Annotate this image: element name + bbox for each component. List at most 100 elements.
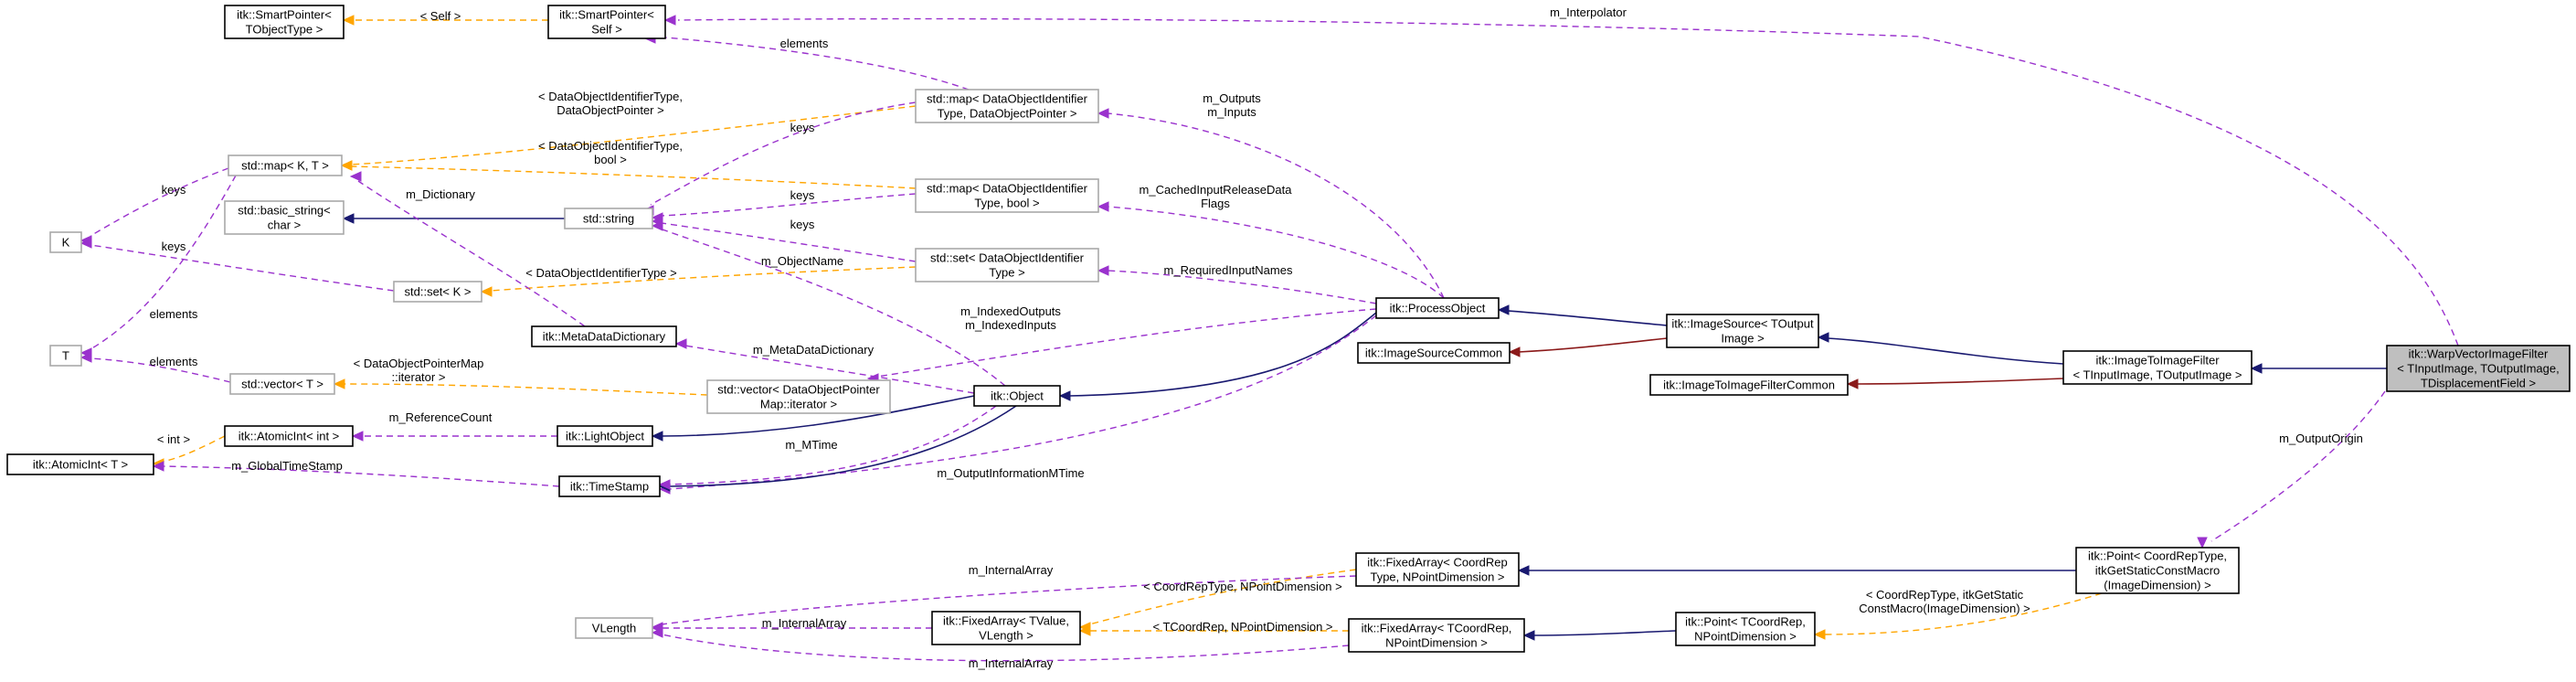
edge-label-point_tmpl: < CoordRepType, itkGetStaticConstMacro(I… [1859,588,2030,615]
class-node-box [1666,314,1819,348]
edge-label-text: DataObjectPointer > [557,103,663,117]
class-node-label: Type > [989,266,1024,280]
edge-tmpl-26 [343,383,708,396]
class-node-label: T [62,349,69,363]
class-node-pointCoord[interactable]: itk::Point< CoordRepType,itkGetStaticCon… [2075,547,2240,594]
class-node-warp[interactable]: itk::WarpVectorImageFilter< TInputImage,… [2386,345,2571,392]
edge-label-text: m_Inputs [1207,105,1256,119]
class-node-label: std::map< DataObjectIdentifier [927,92,1088,106]
arrowhead-use-32 [658,479,671,490]
edge-label-text: Flags [1201,197,1230,210]
edge-label-text: keys [790,121,815,134]
class-node-label: TDisplacementField > [2421,377,2536,390]
class-node-label: (ImageDimension) > [2104,579,2210,592]
class-node-atomicint[interactable]: itk::AtomicInt< int > [224,425,354,447]
class-node-label: itk::AtomicInt< int > [239,430,340,443]
edge-label-self_tmpl: < Self > [420,9,461,23]
edge-label-m_RequiredInputNames: m_RequiredInputNames [1164,263,1293,277]
edge-use-32 [668,405,997,485]
arrowhead-tmpl-26 [333,378,345,389]
edge-label-text: elements [150,355,198,368]
class-node-procobj[interactable]: itk::ProcessObject [1375,297,1500,319]
class-node-label: itk::ImageToImageFilter [2095,354,2220,368]
arrowhead-tmpl-10 [342,15,355,26]
edge-label-keys1: keys [790,121,815,134]
class-node-label: itk::ProcessObject [1390,302,1486,315]
edge-pri-2 [1856,378,2064,385]
edge-label-m_GlobalTimeStamp: m_GlobalTimeStamp [231,459,343,473]
class-node-img2img[interactable]: itk::ImageToImageFilter< TInputImage, TO… [2062,350,2253,385]
edge-label-text: < DataObjectIdentifierType > [525,266,676,280]
edge-label-keys_setK: keys [162,240,186,253]
arrowhead-tmpl-40 [1078,625,1091,636]
edge-label-text: m_ObjectName [761,254,843,268]
class-node-box [1675,612,1816,646]
edge-label-text: ::iterator > [392,370,446,384]
class-node-box [224,5,345,39]
edge-label-text: m_InternalArray [969,656,1054,670]
class-node-imgsource[interactable]: itk::ImageSource< TOutputImage > [1666,314,1819,348]
class-node-label: itk::TimeStamp [570,480,649,494]
diagram-nodes: itk::WarpVectorImageFilter< TInputImage,… [6,5,2571,653]
class-node-label: itk::FixedArray< CoordRep [1367,556,1508,570]
edge-label-text: m_InternalArray [969,563,1054,577]
edge-label-text: keys [790,188,815,202]
edge-label-text: keys [162,240,186,253]
class-node-vectorDOPtr: std::vector< DataObjectPointerMap::itera… [706,379,891,414]
class-node-fixedTV[interactable]: itk::FixedArray< TValue,VLength > [931,611,1081,645]
class-node-T: T [49,345,82,367]
class-node-label: < TInputImage, TOutputImage > [2072,368,2242,382]
edge-use-16 [668,314,1377,490]
class-node-img2imgcommon[interactable]: itk::ImageToImageFilterCommon [1649,374,1849,396]
arrowhead-use-30 [80,352,92,363]
class-node-label: std::map< DataObjectIdentifier [927,182,1088,196]
edge-label-text: keys [162,183,186,197]
edge-label-text: keys [790,218,815,231]
class-node-box [2075,547,2240,594]
class-node-box [1348,618,1525,653]
class-node-pointT[interactable]: itk::Point< TCoordRep,NPointDimension > [1675,612,1816,646]
class-node-box [706,379,891,414]
edge-use-43 [661,634,1350,662]
arrowhead-tmpl-37 [1813,629,1826,640]
class-node-fixedCoord[interactable]: itk::FixedArray< CoordRepType, NPointDim… [1355,552,1520,587]
edge-tmpl-34 [162,435,226,463]
arrowhead-use-14 [1097,265,1109,276]
class-node-smartptrSelf[interactable]: itk::SmartPointer<Self > [547,5,666,39]
arrowhead-use-33 [351,431,364,442]
class-node-fixedT[interactable]: itk::FixedArray< TCoordRep,NPointDimensi… [1348,618,1525,653]
class-node-label: itkGetStaticConstMacro [2095,564,2221,578]
class-node-timestamp[interactable]: itk::TimeStamp [558,475,661,497]
class-node-label: itk::Object [991,389,1044,403]
class-node-lightobject[interactable]: itk::LightObject [557,425,653,447]
edge-label-text: m_RequiredInputNames [1164,263,1293,277]
edge-inh-3 [1507,310,1668,326]
edge-use-21 [661,222,917,262]
class-node-box [224,200,345,235]
edge-tmpl-39 [1088,569,1357,625]
arrowhead-inh-3 [1497,304,1510,315]
class-node-imgsourcecommon[interactable]: itk::ImageSourceCommon [1357,342,1511,364]
class-node-smartptrT[interactable]: itk::SmartPointer<TObjectType > [224,5,345,39]
edge-inh-31 [668,405,1017,487]
class-node-box [973,385,1061,407]
edge-inh-6 [661,395,975,437]
edge-use-25 [684,345,975,394]
class-node-atomicintT[interactable]: itk::AtomicInt< T > [6,453,154,475]
class-node-object[interactable]: itk::Object [973,385,1061,407]
edge-label-coord_tmpl: < CoordRepType, NPointDimension > [1143,580,1342,593]
class-node-box [224,425,354,447]
class-node-label: Image > [1721,332,1764,346]
class-node-metadict[interactable]: itk::MetaDataDictionary [531,325,677,347]
edge-label-text: m_Interpolator [1550,5,1627,19]
arrowhead-pri-4 [1508,346,1521,357]
arrowhead-use-25 [674,338,687,349]
edge-tmpl-23 [490,266,917,292]
class-node-box [547,5,666,39]
edge-label-int_tmpl: < int > [157,432,190,446]
edge-label-text: m_MetaDataDictionary [753,343,875,357]
edge-use-11 [653,36,970,91]
class-node-label: itk::ImageSourceCommon [1365,346,1502,360]
